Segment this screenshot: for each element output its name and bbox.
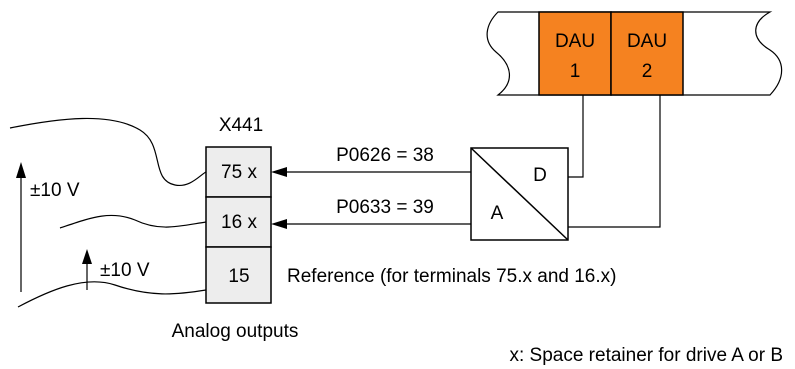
analog-outputs-label: Analog outputs <box>172 321 299 342</box>
dau-2-number: 2 <box>642 61 653 82</box>
terminal-15-label: 15 <box>228 266 249 287</box>
voltage-lower-label: ±10 V <box>100 260 150 281</box>
output-wire-75x <box>9 117 207 187</box>
dau-1-wire <box>568 95 584 178</box>
dau-2-wire <box>568 95 661 228</box>
output-wire-15 <box>17 281 207 308</box>
analog-label: A <box>491 203 504 224</box>
dau-2-box <box>610 11 684 96</box>
terminal-16x: 16 x <box>205 196 272 248</box>
dau-1-box <box>538 11 612 96</box>
digital-label: D <box>533 165 547 186</box>
voltage-arrow-lower-head <box>82 249 92 264</box>
voltage-upper-label: ±10 V <box>30 180 80 201</box>
terminal-75x: 75 x <box>205 146 272 198</box>
da-converter-diagonal <box>470 147 569 241</box>
footnote-text: x: Space retainer for drive A or B <box>509 345 783 366</box>
terminal-15-box <box>205 246 272 304</box>
parameter-p0633: P0633 = 39 <box>336 197 434 218</box>
da-converter: D A <box>470 147 569 241</box>
output-wire-16x <box>59 214 207 229</box>
dau-1-number: 1 <box>570 61 581 82</box>
dau-1-block: DAU 1 <box>538 11 612 96</box>
parameter-p0626: P0626 = 38 <box>336 145 434 166</box>
dau-2-block: DAU 2 <box>610 11 684 96</box>
terminal-15: 15 <box>205 246 272 304</box>
arrowhead-75x <box>271 167 287 177</box>
voltage-arrow-upper-head <box>16 162 26 178</box>
arrowhead-16x <box>271 219 287 229</box>
reference-text: Reference (for terminals 75.x and 16.x) <box>287 266 617 287</box>
terminal-16x-label: 16 x <box>221 212 257 233</box>
dau-2-label: DAU <box>627 31 667 52</box>
terminal-75x-label: 75 x <box>221 162 257 183</box>
connector-name: X441 <box>219 115 263 136</box>
dau-1-label: DAU <box>555 31 595 52</box>
